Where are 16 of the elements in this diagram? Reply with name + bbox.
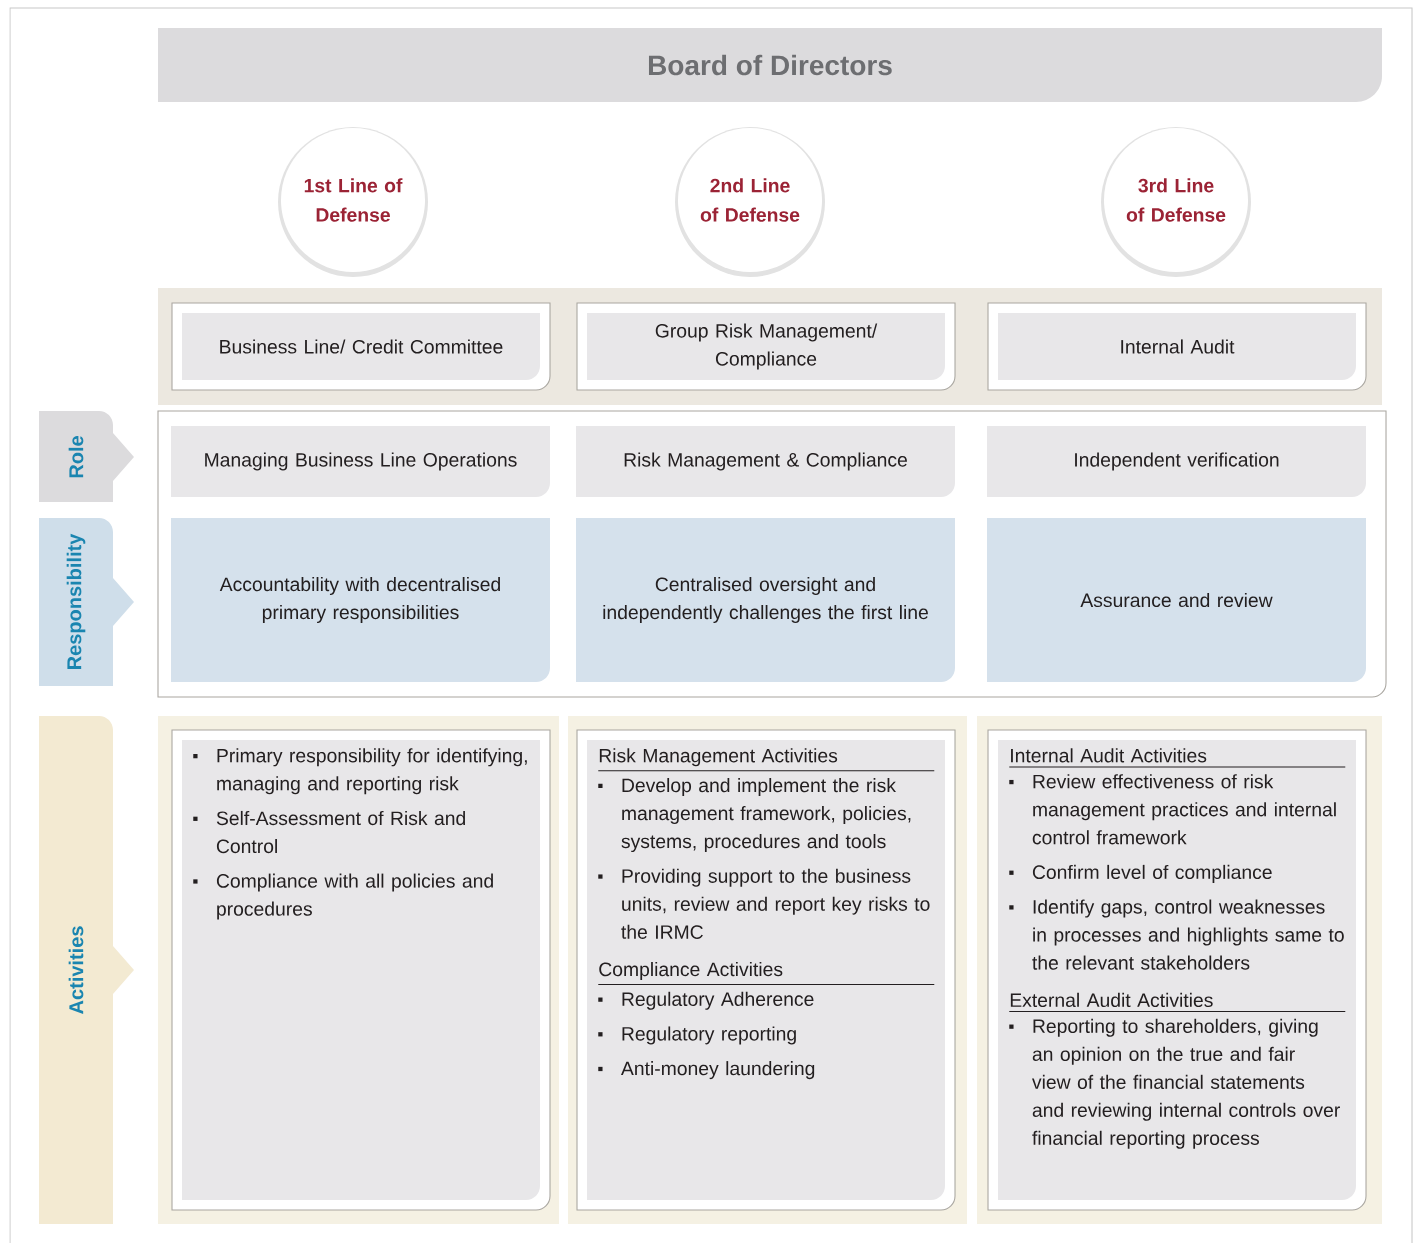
- activity-box: Primary responsibility for identifying, managing and reporting risk Self-Assessment of Risk and Control Compliance with all policies and procedures: [171, 729, 551, 1211]
- unit-box: Internal Audit: [987, 302, 1367, 391]
- role-box: Independent verification: [987, 426, 1366, 497]
- role-box: Managing Business Line Operations: [171, 426, 550, 497]
- responsibility-box: Centralised oversight and independently challenges the first line: [576, 518, 955, 682]
- unit-box: Group Risk Management/ Compliance: [576, 302, 956, 391]
- unit-box: Business Line/ Credit Committee: [171, 302, 551, 391]
- board-banner: Board of Directors: [158, 28, 1382, 102]
- role-box: Risk Management & Compliance: [576, 426, 955, 497]
- row-tab: Activities: [39, 716, 134, 1224]
- responsibility-box: Accountability with decentralised primary responsibilities: [171, 518, 550, 682]
- activity-box: Risk Management Activities Develop and implement the risk management framework, policies, systems, procedures and tools Providing support to the business units, review and report key risks to the IRMC Compliance Activities Regulatory Adherence Regulatory reporting Anti-money laundering: [576, 729, 956, 1211]
- responsibility-box: Assurance and review: [987, 518, 1366, 682]
- row-tab: Role: [39, 411, 134, 502]
- row-tab: Responsibility: [39, 518, 134, 686]
- activity-box: Internal Audit Activities Review effectiveness of risk management practices and internal control framework Confirm level of compliance Identify gaps, control weaknesses in processes and highlights same to the relevant stakeholders External Audit Activities Reporting to shareholders, giving an opinion on the true and fair view of the financial statements and reviewing internal controls over financial reporting process: [987, 729, 1367, 1211]
